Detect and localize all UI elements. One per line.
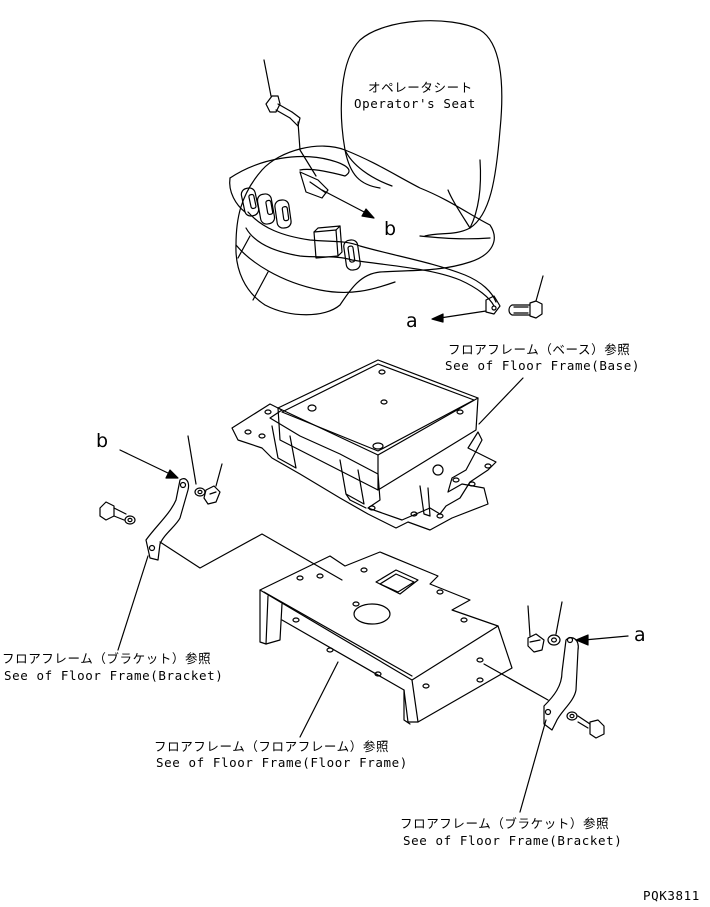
floor-frame: [260, 552, 512, 737]
ref-bracket-left-en: See of Floor Frame(Bracket): [4, 668, 224, 683]
bracket-left: [100, 436, 342, 650]
ref-floor-en: See of Floor Frame(Floor Frame): [156, 755, 408, 770]
seat-label-en: Operator's Seat: [354, 96, 476, 111]
floor-frame-base: [232, 360, 523, 530]
ref-bracket-left-jp: フロアフレーム（ブラケット）参照: [2, 651, 212, 666]
ref-floor-jp: フロアフレーム（フロアフレーム）参照: [154, 739, 390, 754]
letter-b-bracket: b: [96, 430, 109, 452]
ref-base-jp: フロアフレーム（ベース）参照: [448, 342, 631, 357]
drawing-code: PQK3811: [643, 888, 700, 903]
ref-base-en: See of Floor Frame(Base): [445, 358, 641, 373]
seat-label-jp: オペレータシート: [368, 80, 473, 95]
letter-a-bracket: a: [634, 624, 646, 646]
ref-bracket-right-en: See of Floor Frame(Bracket): [403, 833, 623, 848]
operator-seat: [230, 21, 543, 322]
bracket-right: [484, 602, 628, 812]
letter-a-seat: a: [406, 310, 418, 332]
letter-b-seat: b: [384, 218, 397, 240]
ref-bracket-right-jp: フロアフレーム（ブラケット）参照: [400, 816, 610, 831]
